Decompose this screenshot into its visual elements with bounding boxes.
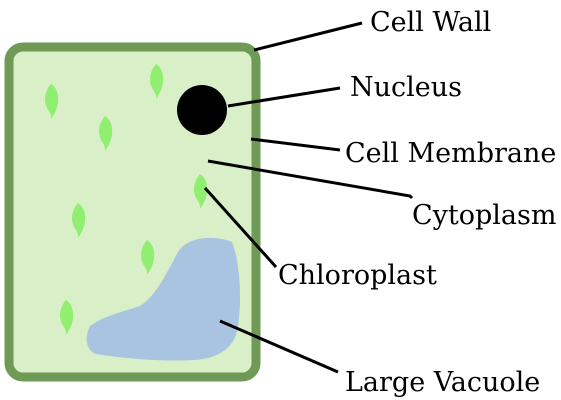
large-vacuole-label: Large Vacuole [345, 367, 540, 398]
chloroplast-label: Chloroplast [278, 260, 437, 291]
nucleus [177, 85, 227, 135]
cell-membrane-label: Cell Membrane [345, 138, 556, 169]
cell-wall-label: Cell Wall [370, 7, 491, 38]
cell-wall-leader-line [254, 23, 362, 50]
nucleus-label: Nucleus [350, 72, 462, 103]
cell-membrane-leader-line [251, 139, 340, 150]
cytoplasm-label: Cytoplasm [412, 200, 557, 231]
